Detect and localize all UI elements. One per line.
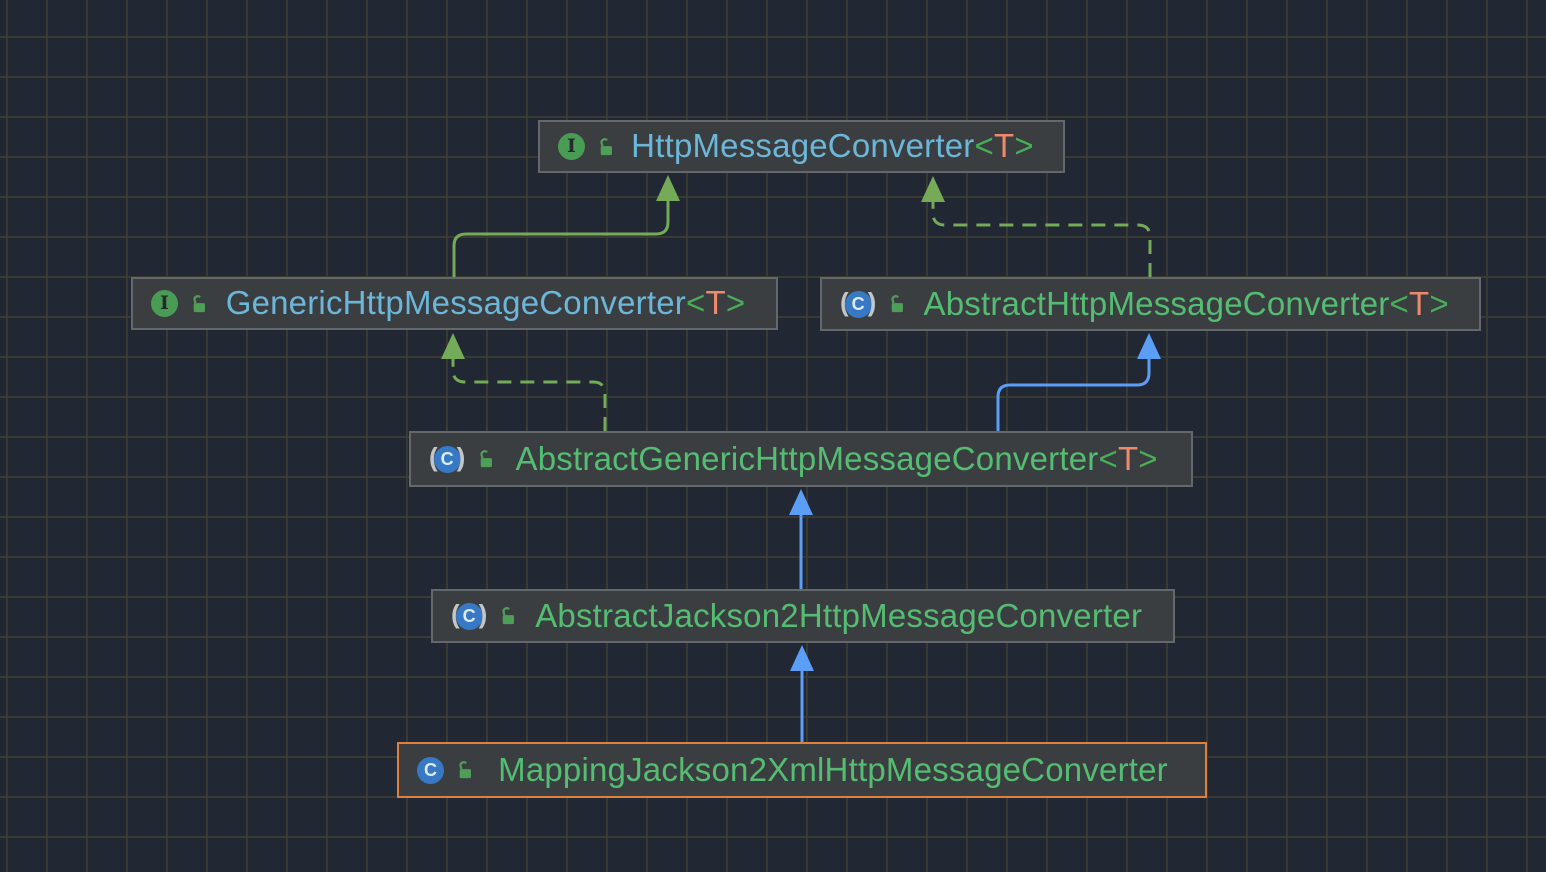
node-generic-http-message-converter[interactable]: I GenericHttpMessageConverter<T> [131,277,778,330]
unlocked-icon [498,607,516,625]
arrowhead-icon [790,645,814,671]
arrowhead-icon [789,489,813,515]
abstract-class-icon: ( C ) [840,287,877,318]
node-mapping-jackson2-xml-http-message-converter[interactable]: C MappingJackson2XmlHttpMessageConverter [397,742,1207,798]
unlocked-icon [455,761,473,779]
edge-abstractjackson2-extends-abstractgeneric[interactable] [789,489,813,589]
abstract-class-icon: ( C ) [451,599,488,630]
node-abstract-http-message-converter[interactable]: ( C ) AbstractHttpMessageConverter<T> [820,277,1481,331]
class-name-text: MappingJackson2XmlHttpMessageConverter [498,750,1168,788]
arrowhead-icon [441,333,465,359]
unlocked-icon [189,294,207,313]
class-name-text: AbstractGenericHttpMessageConverter [515,439,1099,477]
unlocked-icon [476,450,494,468]
abstract-class-icon: ( C ) [429,442,466,473]
node-label: GenericHttpMessageConverter<T> [225,284,746,321]
edge-abstract-implements-httpmessageconverter[interactable] [921,176,1152,277]
node-http-message-converter[interactable]: I HttpMessageConverter<T> [538,120,1065,173]
node-abstract-generic-http-message-converter[interactable]: ( C ) AbstractGenericHttpMessageConverte… [409,431,1193,487]
arrowhead-icon [921,176,945,202]
interface-icon: I [558,133,585,160]
node-label: MappingJackson2XmlHttpMessageConverter [498,753,1168,786]
node-label: AbstractGenericHttpMessageConverter<T> [515,439,1158,477]
edge-abstractgeneric-implements-generic[interactable] [441,333,607,431]
edge-generic-extends-httpmessageconverter[interactable] [452,175,680,277]
edge-mappingjackson2xml-extends-abstractjackson2[interactable] [790,645,814,742]
class-icon: C [417,756,444,784]
edge-abstractgeneric-extends-abstract[interactable] [996,333,1161,431]
node-label: AbstractJackson2HttpMessageConverter [535,599,1142,632]
interface-icon: I [151,290,178,317]
unlocked-icon [887,295,905,313]
node-label: AbstractHttpMessageConverter<T> [923,284,1449,322]
node-label: HttpMessageConverter<T> [631,127,1034,164]
unlocked-icon [596,137,614,156]
class-name-text: AbstractHttpMessageConverter [923,284,1390,322]
arrowhead-icon [1137,333,1161,359]
arrowhead-icon [656,175,680,201]
class-name-text: AbstractJackson2HttpMessageConverter [535,596,1143,634]
class-name-text: GenericHttpMessageConverter [225,284,686,321]
class-name-text: HttpMessageConverter [631,127,975,164]
node-abstract-jackson2-http-message-converter[interactable]: ( C ) AbstractJackson2HttpMessageConvert… [431,589,1175,643]
